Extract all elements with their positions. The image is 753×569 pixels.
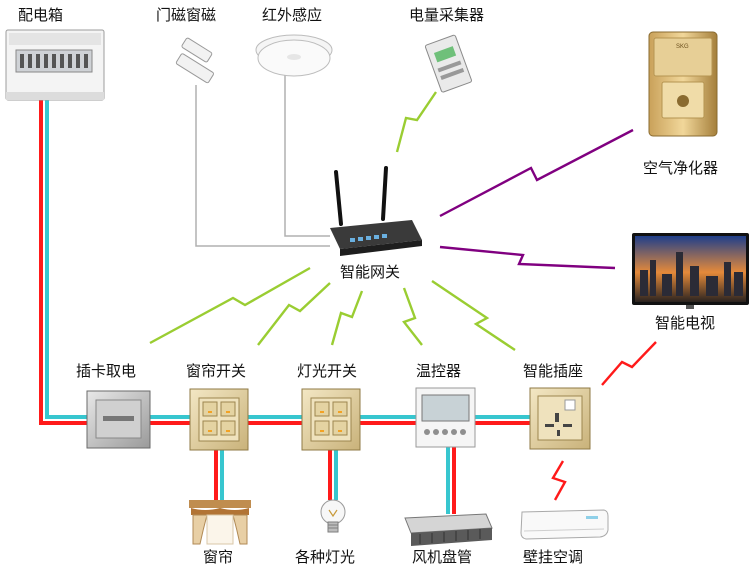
distribution-box xyxy=(5,29,105,101)
label-infrared-sensor: 红外感应 xyxy=(262,6,323,24)
wireless-link-tv-socket xyxy=(601,341,657,386)
label-power-collector: 电量采集器 xyxy=(409,6,485,24)
label-smart-socket: 智能插座 xyxy=(523,362,584,380)
purifier-logo: SKG xyxy=(676,44,689,50)
door-window-sensor xyxy=(175,37,214,84)
wireless-link-thermostat xyxy=(402,287,423,346)
wireless-link-socket xyxy=(431,280,516,351)
curtain xyxy=(189,500,251,545)
label-light-switch: 灯光开关 xyxy=(297,362,358,380)
label-lights: 各种灯光 xyxy=(295,548,356,566)
wireless-link-light-switch xyxy=(330,290,364,346)
wireless-link-purifier xyxy=(439,128,634,218)
infrared-sensor xyxy=(255,34,333,77)
gateway xyxy=(330,166,422,256)
label-distribution-box: 配电箱 xyxy=(18,6,64,24)
curtain-switch xyxy=(189,388,249,451)
label-smart-tv: 智能电视 xyxy=(655,314,716,332)
wireless-link-curtain-switch xyxy=(257,282,331,346)
thermostat xyxy=(415,387,476,448)
wireless-link-collector xyxy=(395,91,437,153)
wireless-link-tv xyxy=(439,245,616,270)
card-switch xyxy=(86,390,151,449)
label-curtain: 窗帘 xyxy=(203,548,234,566)
wireless-link-card xyxy=(149,266,311,345)
light-bulb xyxy=(320,499,346,533)
label-air-purifier: 空气净化器 xyxy=(643,159,719,177)
label-gateway: 智能网关 xyxy=(340,263,401,281)
label-curtain-switch: 窗帘开关 xyxy=(186,362,247,380)
label-card-switch: 插卡取电 xyxy=(76,362,137,380)
sensor-wires xyxy=(195,75,330,247)
fan-coil xyxy=(404,513,493,546)
smart-tv xyxy=(632,233,749,309)
wireless-links xyxy=(149,91,657,501)
power-lines xyxy=(39,100,530,514)
air-purifier: SKG xyxy=(648,31,718,137)
label-fan-coil: 风机盘管 xyxy=(412,548,473,566)
power-collector xyxy=(424,34,472,93)
label-wall-ac: 壁挂空调 xyxy=(523,548,584,566)
smart-socket xyxy=(529,387,591,450)
wireless-link-ac xyxy=(551,460,567,501)
light-switch xyxy=(301,388,361,451)
wall-ac xyxy=(520,509,609,540)
label-thermostat: 温控器 xyxy=(416,362,462,380)
label-door-window-sensor: 门磁窗磁 xyxy=(156,6,217,24)
